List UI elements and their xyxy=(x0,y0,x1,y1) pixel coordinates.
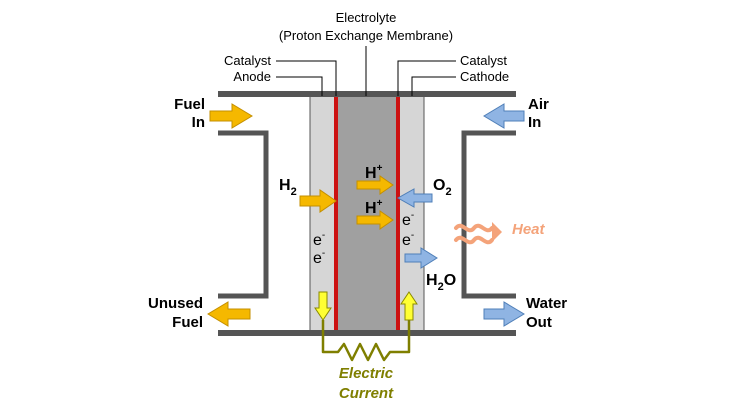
label-water-out-2: Out xyxy=(526,314,552,331)
h2o-arrow xyxy=(404,247,438,269)
leader-line-cathode xyxy=(411,76,456,96)
label-catalyst-left: Catalyst xyxy=(224,53,271,68)
electron-arrow-anode-down xyxy=(314,291,332,321)
proton-arrow-1 xyxy=(356,175,394,195)
label-fuel-in-2: In xyxy=(192,114,205,131)
label-water-out-1: Water xyxy=(526,295,567,312)
species-electron-anode-1: e- xyxy=(313,230,325,249)
species-electron-cathode-1: e- xyxy=(402,210,414,229)
label-anode: Anode xyxy=(233,69,271,84)
electrolyte-membrane xyxy=(335,95,399,332)
leader-line-anode xyxy=(276,76,323,96)
top-plate xyxy=(218,91,516,97)
leader-line-catalyst-right xyxy=(397,60,456,96)
cathode-flow-channel xyxy=(461,130,516,299)
label-electric-current-1: Electric xyxy=(339,365,394,382)
label-catalyst-right: Catalyst xyxy=(460,53,507,68)
species-o2: O2 xyxy=(433,177,452,198)
water-out-arrow xyxy=(483,301,525,327)
species-electron-anode-2: e- xyxy=(313,248,325,267)
species-h2: H2 xyxy=(279,177,297,198)
label-unused-fuel-2: Fuel xyxy=(172,314,203,331)
label-cathode: Cathode xyxy=(460,69,509,84)
anode-flow-channel xyxy=(218,130,269,299)
label-air-in-1: Air xyxy=(528,96,549,113)
air-in-arrow xyxy=(483,103,525,129)
leader-line-catalyst-left xyxy=(276,60,337,96)
external-circuit-resistor xyxy=(321,320,411,362)
label-electric-current-2: Current xyxy=(339,385,394,402)
o2-arrow xyxy=(396,188,433,208)
heat-waves-icon xyxy=(454,223,494,245)
fuel-in-arrow xyxy=(209,103,253,129)
label-electrolyte: Electrolyte xyxy=(336,10,397,25)
electron-arrow-cathode-up xyxy=(400,291,418,321)
label-fuel-in-1: Fuel xyxy=(174,96,205,113)
heat-arrowhead xyxy=(492,222,502,242)
label-unused-fuel-1: Unused xyxy=(148,295,203,312)
label-proton-exchange-membrane: (Proton Exchange Membrane) xyxy=(279,28,453,43)
species-h2o: H2O xyxy=(426,272,456,293)
h2-arrow xyxy=(299,189,337,213)
label-air-in-2: In xyxy=(528,114,541,131)
species-hplus-1: H+ xyxy=(365,163,383,182)
species-hplus-2: H+ xyxy=(365,198,383,217)
bottom-plate xyxy=(218,330,516,336)
catalyst-layer-right xyxy=(396,96,400,331)
proton-arrow-2 xyxy=(356,210,394,230)
label-heat: Heat xyxy=(512,221,546,238)
catalyst-layer-left xyxy=(334,96,338,331)
species-electron-cathode-2: e- xyxy=(402,230,414,249)
unused-fuel-arrow xyxy=(207,301,251,327)
